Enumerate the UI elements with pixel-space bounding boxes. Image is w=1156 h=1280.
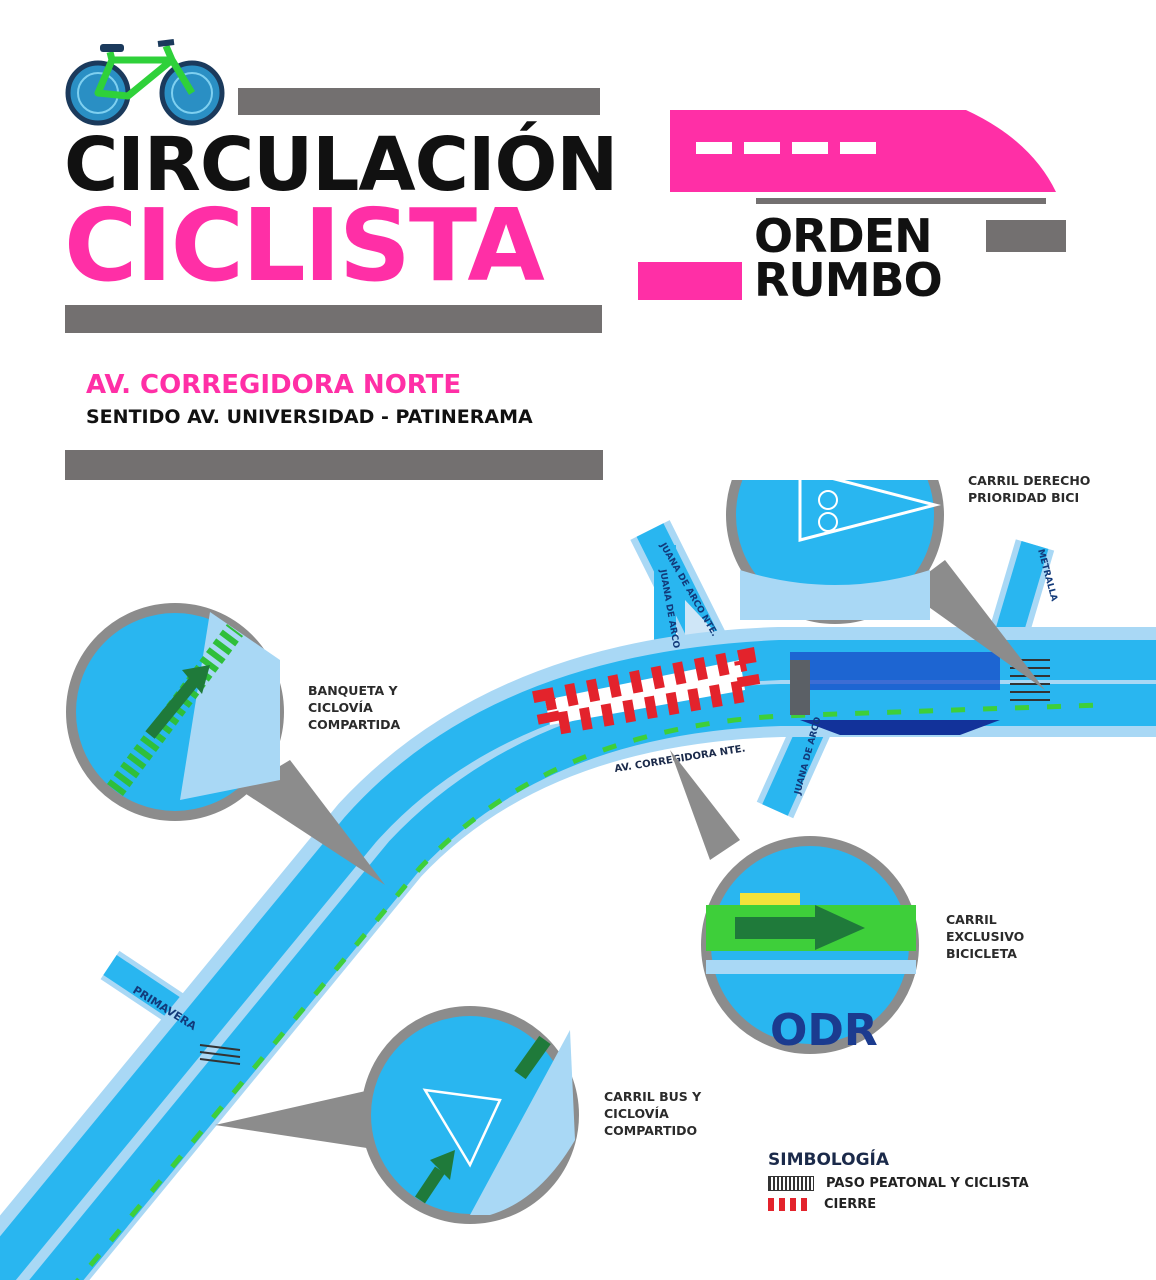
avenue-name: AV. CORREGIDORA NORTE	[86, 370, 462, 400]
divider-bar	[65, 305, 602, 333]
brand-line1: ORDEN	[754, 209, 933, 263]
label-line: COMPARTIDO	[604, 1123, 698, 1138]
legend-label: CIERRE	[824, 1197, 877, 1212]
direction-text: SENTIDO AV. UNIVERSIDAD - PATINERAMA	[86, 406, 533, 428]
legend: SIMBOLOGÍA PASO PEATONAL Y CICLISTA CIER…	[768, 1150, 1029, 1212]
callout-label-exclusive-lane: CARRIL EXCLUSIVO BICICLETA	[946, 911, 1024, 962]
callout-label-bus-lane: CARRIL BUS Y CICLOVÍA COMPARTIDO	[604, 1088, 701, 1139]
callout-bus-lane-shared	[361, 1006, 579, 1224]
closure-barrier	[532, 646, 763, 738]
legend-title: SIMBOLOGÍA	[768, 1150, 890, 1170]
bicycle-icon	[65, 39, 225, 126]
label-line: COMPARTIDA	[308, 717, 401, 732]
label-line: BANQUETA Y	[308, 683, 398, 698]
route-map: JUANA DE ARCO NTE. JUANA DE ARCO JUANA D…	[0, 480, 1156, 1280]
avenue-road-east	[29, 684, 1156, 1280]
callout-right-lane-priority	[726, 480, 944, 624]
bike-lane	[75, 702, 1101, 1280]
train-logo	[638, 110, 1066, 300]
label-line: CARRIL	[946, 912, 997, 927]
legend-item: PASO PEATONAL Y CICLISTA	[768, 1176, 1029, 1191]
callout-shared-sidewalk	[66, 603, 284, 821]
label-line: EXCLUSIVO	[946, 929, 1025, 944]
callout-label-right-lane: CARRIL DERECHO PRIORIDAD BICI	[968, 472, 1090, 506]
label-line: CARRIL BUS Y	[604, 1089, 702, 1104]
divider-bar	[238, 88, 600, 115]
brand-line2: RUMBO	[754, 253, 943, 307]
label-line: CARRIL DERECHO	[968, 473, 1091, 488]
road-marking-text: ODR	[770, 1005, 878, 1056]
callout-pointers	[215, 560, 1045, 1150]
callout-exclusive-bike-lane: ODR	[701, 836, 919, 1056]
page-title: CIRCULACIÓN	[64, 122, 618, 208]
legend-label: PASO PEATONAL Y CICLISTA	[826, 1176, 1029, 1191]
label-line: CICLOVÍA	[308, 700, 373, 715]
label-line: CICLOVÍA	[604, 1106, 669, 1121]
legend-item: CIERRE	[768, 1197, 1029, 1212]
crosswalk-icon	[768, 1176, 814, 1191]
callout-label-shared-sidewalk: BANQUETA Y CICLOVÍA COMPARTIDA	[308, 682, 400, 733]
divider-bar	[65, 450, 603, 480]
label-line: BICICLETA	[946, 946, 1017, 961]
page-subtitle: CICLISTA	[64, 187, 545, 304]
closure-icon	[768, 1198, 812, 1211]
label-line: PRIORIDAD BICI	[968, 490, 1080, 505]
